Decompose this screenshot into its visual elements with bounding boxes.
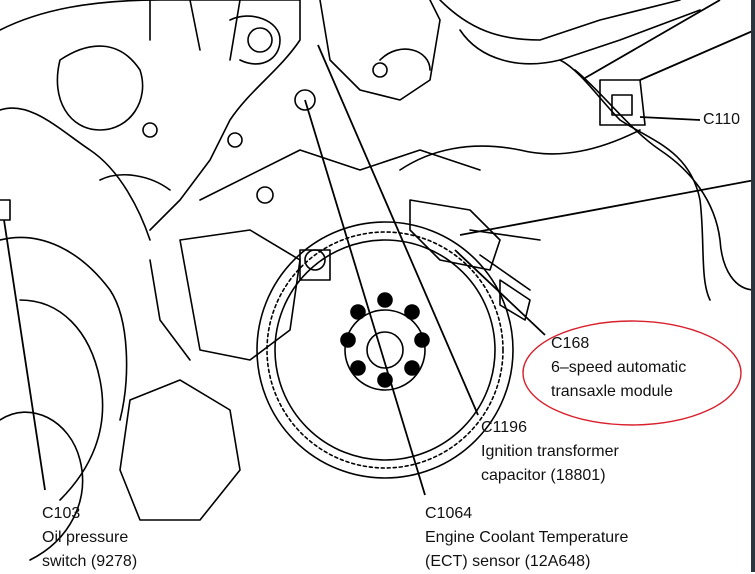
callout-c1064: C1064 Engine Coolant Temperature (ECT) s… bbox=[425, 502, 628, 574]
callout-c110-connector: C110 bbox=[703, 111, 741, 128]
callout-c1196: C1196 Ignition transformer capacitor (18… bbox=[481, 416, 619, 488]
callout-c1196-line1: Ignition transformer bbox=[481, 443, 619, 460]
leader-line-c1064 bbox=[304, 99, 426, 496]
callout-c1196-connector: C1196 bbox=[481, 419, 527, 436]
leader-line-c168 bbox=[454, 249, 546, 336]
callout-c1064-line1: Engine Coolant Temperature bbox=[425, 529, 629, 546]
leader-line-c1196 bbox=[317, 44, 479, 416]
callout-c168-line1: 6–speed automatic bbox=[551, 359, 687, 376]
callout-c1196-line2: capacitor (18801) bbox=[481, 467, 606, 484]
callout-c103-line1: Oil pressure bbox=[42, 529, 129, 546]
callout-c168-line2: transaxle module bbox=[551, 383, 673, 400]
callout-c110: C110 bbox=[703, 108, 740, 132]
callout-c1064-line2: (ECT) sensor (12A648) bbox=[425, 553, 591, 570]
callout-c168-connector: C168 bbox=[551, 335, 590, 352]
callout-c103-connector: C103 bbox=[42, 505, 81, 522]
highlight-ellipse bbox=[522, 320, 742, 426]
window-edge bbox=[751, 0, 755, 572]
leader-line-c103 bbox=[3, 219, 46, 491]
leader-line-c110 bbox=[639, 116, 701, 121]
callout-c1064-connector: C1064 bbox=[425, 505, 473, 522]
callout-c103-line2: switch (9278) bbox=[42, 553, 138, 570]
callout-c103: C103 Oil pressure switch (9278) bbox=[42, 502, 137, 574]
callout-c168: C168 6–speed automatic transaxle module bbox=[551, 332, 686, 404]
